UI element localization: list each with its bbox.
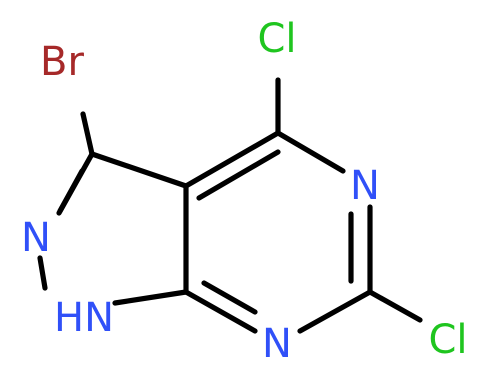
bond-c6-n7 [297, 289, 373, 334]
atom-n-ring-upper: N [350, 163, 380, 209]
atom-labels: Br Cl N N HN N Cl [21, 16, 467, 367]
bond-n7-c7a [183, 289, 258, 334]
bonds [37, 77, 423, 334]
bond-c6-cl [367, 289, 423, 323]
bond-c4-n5 [275, 130, 346, 174]
atom-n-ring-lower: N [262, 321, 292, 367]
atom-cl-top: Cl [257, 16, 296, 62]
atom-nh-pyrazole: HN [54, 295, 114, 341]
atom-cl-bottom: Cl [428, 317, 467, 363]
bond-c3-br [80, 111, 95, 157]
bond-c3a-c4-inner [196, 149, 281, 201]
bond-c3a-c3 [89, 151, 189, 189]
bond-n1-c7a [112, 289, 189, 306]
atom-n-pyrazole: N [21, 215, 51, 261]
bond-n2-n1 [37, 255, 48, 291]
bond-n7-c7a-inner [201, 280, 258, 315]
bond-c3a-c4 [183, 130, 281, 189]
bond-c3-n2-inner [57, 168, 85, 214]
atom-br: Br [40, 39, 84, 85]
